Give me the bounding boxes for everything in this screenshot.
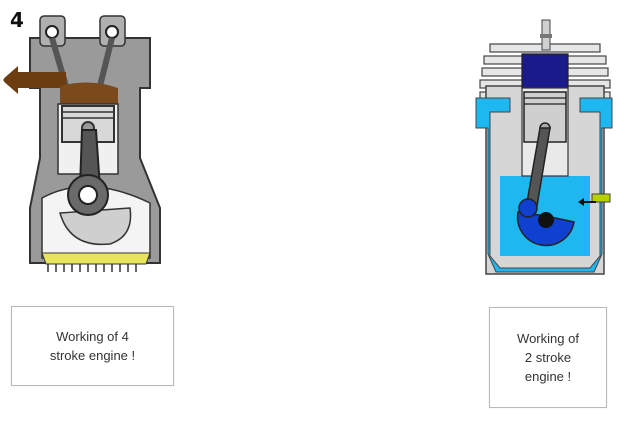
two-stroke-engine-diagram [475,19,613,275]
four-stroke-engine-diagram [0,15,161,272]
two-stroke-caption-line-1: Working of [517,331,579,346]
four-stroke-caption: Working of 4 stroke engine ! [11,306,174,386]
two-stroke-caption: Working of 2 stroke engine ! [489,307,607,408]
two-stroke-caption-line-2: 2 stroke [524,350,572,365]
four-stroke-caption-line-1: Working of 4 [56,329,129,344]
four-stroke-caption-line-2: stroke engine ! [49,348,136,363]
two-stroke-caption-line-3: engine ! [524,369,572,384]
step-number: 4 [10,8,24,32]
